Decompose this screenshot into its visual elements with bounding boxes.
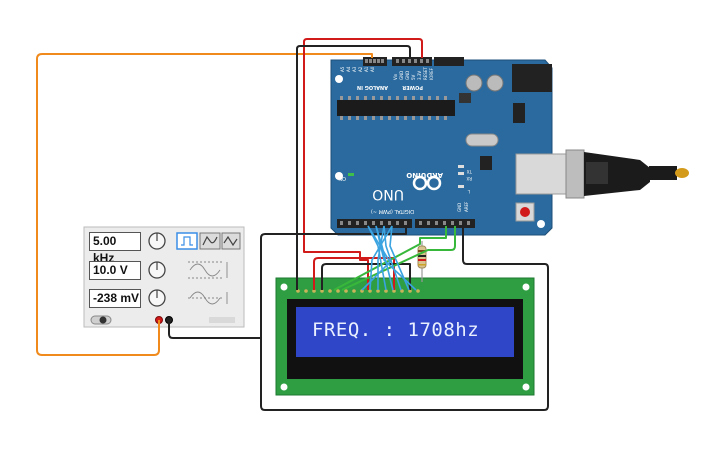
- power-jack: [512, 64, 552, 92]
- sine-wave-icon: [223, 235, 238, 247]
- mounting-hole: [280, 383, 288, 391]
- tx-led-label: TX: [467, 169, 473, 174]
- power-pin-labels: Vin GND GND 5V 3.3V RESET IOREF: [393, 67, 434, 80]
- led-tx: [458, 165, 464, 168]
- lcd-16x2[interactable]: [275, 277, 535, 396]
- svg-text:A2: A2: [358, 66, 363, 72]
- amplitude-knob[interactable]: [148, 261, 166, 279]
- frequency-knob[interactable]: [148, 232, 166, 250]
- wire-red-lcd-led[interactable]: [313, 257, 395, 290]
- led-rx: [458, 172, 464, 175]
- reset-button[interactable]: [520, 207, 530, 217]
- offset-diagram-icon: [188, 291, 228, 305]
- led-on: [348, 173, 354, 176]
- svg-text:5V: 5V: [411, 74, 416, 80]
- wire-blue-d7b[interactable]: [361, 225, 391, 291]
- triangle-wave-icon: [202, 235, 218, 246]
- arduino-uno-board[interactable]: ARDUINO UNO POWER ANALOG IN DIGITAL (PWM…: [330, 57, 553, 236]
- mounting-hole: [335, 172, 343, 180]
- wires[interactable]: [36, 38, 549, 411]
- lcd-screen: [296, 307, 514, 357]
- square-wave-button[interactable]: [176, 232, 198, 250]
- wire-blue-d5b[interactable]: [377, 225, 385, 290]
- rx-led-label: RX: [466, 176, 472, 181]
- led-l: [458, 185, 464, 188]
- wire-black-gnd-lcd[interactable]: [260, 225, 549, 411]
- small-chip: [459, 93, 471, 103]
- sine-wave-button[interactable]: [221, 232, 241, 250]
- brand-plate: [209, 317, 235, 323]
- wire-black-gnd-top[interactable]: [296, 45, 411, 284]
- lcd-text-line: FREQ. : 1708hz: [312, 319, 480, 341]
- capacitor: [465, 74, 483, 92]
- usb-cable[interactable]: [515, 149, 689, 199]
- svg-text:GND: GND: [405, 71, 410, 80]
- mounting-hole: [335, 75, 343, 83]
- svg-text:A1: A1: [364, 66, 369, 72]
- square-wave-icon: [181, 236, 193, 246]
- aref-label: AREF: [464, 201, 469, 212]
- svg-text:A5: A5: [340, 66, 345, 72]
- analog-pin-labels: A5 A4 A3 A2 A1 A0: [340, 66, 375, 72]
- svg-text:Vin: Vin: [393, 73, 398, 80]
- power-header-label: POWER: [402, 84, 423, 90]
- svg-text:A0: A0: [370, 66, 375, 72]
- svg-text:IOREF: IOREF: [429, 67, 434, 80]
- frequency-display: 5.00 kHz: [89, 232, 141, 265]
- arduino-brand-label: ARDUINO: [406, 171, 443, 179]
- lcd-pin-header: [296, 289, 420, 293]
- arduino-logo-icon: [412, 175, 442, 191]
- wire-blue-d6[interactable]: [383, 225, 402, 291]
- svg-text:A4: A4: [346, 66, 351, 72]
- analog-header-label: ANALOG IN: [357, 84, 388, 90]
- l-led-label: L: [467, 189, 470, 194]
- power-toggle[interactable]: [90, 315, 112, 325]
- offset-display: -238 mV: [89, 289, 141, 308]
- usb-chip: [480, 156, 492, 170]
- atmega-chip: [337, 100, 455, 116]
- digital-header-label: DIGITAL (PWM ~): [371, 208, 414, 214]
- ioref-header: [434, 57, 464, 66]
- wire-orange-signal[interactable]: [36, 53, 373, 356]
- amplitude-display: 10.0 V: [89, 261, 141, 280]
- wire-black-generator-gnd[interactable]: [168, 320, 262, 339]
- amplitude-diagram-icon: [188, 261, 228, 279]
- wire-blue-d6b[interactable]: [375, 225, 417, 291]
- mounting-hole: [280, 283, 288, 291]
- mounting-hole: [537, 220, 545, 228]
- wire-red-5v-top[interactable]: [303, 38, 423, 238]
- arduino-model-label: UNO: [372, 186, 404, 202]
- on-led-label: ON: [338, 175, 346, 181]
- gnd-label: GND: [457, 203, 462, 212]
- wire-blue-d7[interactable]: [389, 225, 410, 291]
- crystal-oscillator: [465, 133, 499, 147]
- svg-text:3.3V: 3.3V: [417, 71, 422, 80]
- mounting-hole: [522, 383, 530, 391]
- wire-black-lcd-rw[interactable]: [321, 263, 411, 290]
- wire-green-en[interactable]: [341, 226, 456, 291]
- svg-text:GND: GND: [399, 71, 404, 80]
- mounting-hole: [522, 283, 530, 291]
- wire-blue-d4b[interactable]: [369, 225, 393, 291]
- svg-text:RESET: RESET: [423, 67, 428, 80]
- svg-text:A3: A3: [352, 66, 357, 72]
- power-header: [392, 57, 432, 66]
- capacitor: [486, 74, 504, 92]
- triangle-wave-button[interactable]: [199, 232, 221, 250]
- offset-knob[interactable]: [148, 289, 166, 307]
- regulator: [513, 103, 525, 123]
- resistor[interactable]: [417, 241, 427, 282]
